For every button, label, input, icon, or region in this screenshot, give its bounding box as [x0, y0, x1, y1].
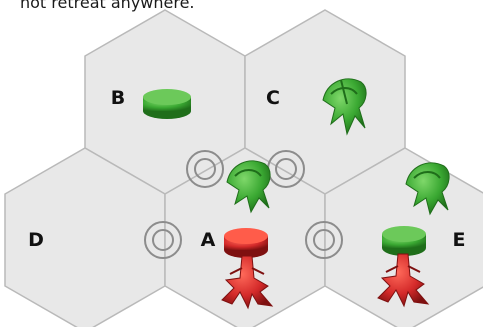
red-disc-token[interactable]: [224, 228, 268, 258]
hex-label-e: E: [453, 229, 466, 251]
hex-label-a: A: [201, 229, 216, 251]
hex-label-d: D: [28, 229, 44, 251]
green-disc-token[interactable]: [382, 226, 426, 256]
hex-label-c: C: [266, 87, 280, 109]
hex-label-b: B: [111, 87, 125, 109]
green-disc-token[interactable]: [143, 89, 191, 119]
